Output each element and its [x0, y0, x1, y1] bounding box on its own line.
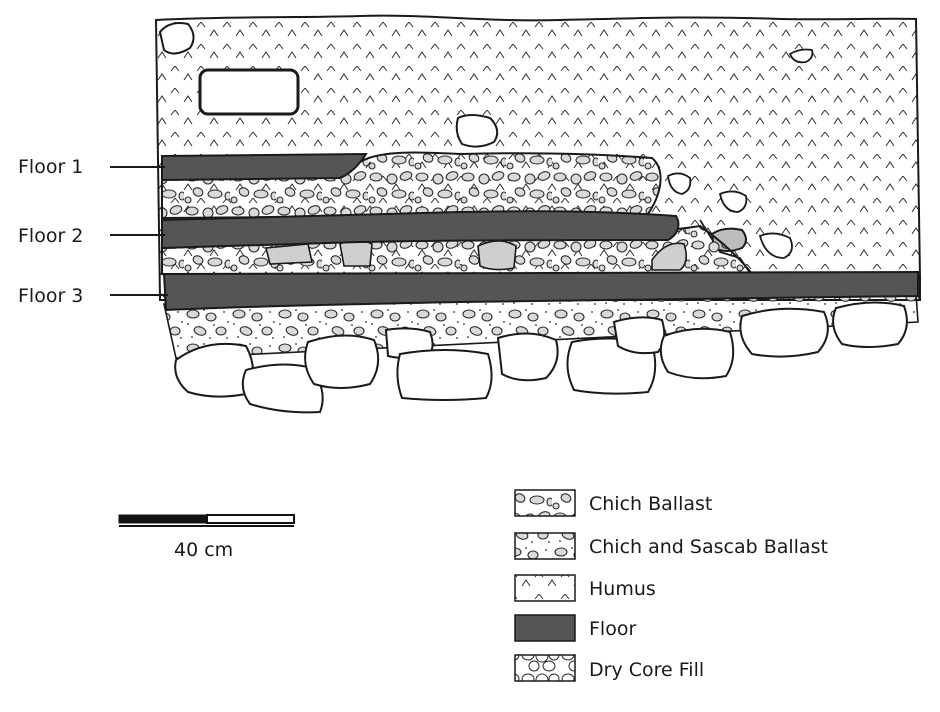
legend-label-humus: Humus	[589, 578, 656, 600]
floor-1-label: Floor 1	[18, 156, 83, 178]
floor-3-layer	[162, 270, 919, 312]
ballast-stone	[264, 243, 313, 265]
scale-bar-label: 40 cm	[174, 539, 233, 561]
floor-1-layer	[161, 152, 368, 182]
legend-label-floor: Floor	[589, 618, 636, 640]
humus-rock-large	[198, 68, 300, 116]
floor-3-label: Floor 3	[18, 285, 83, 307]
boulder	[241, 363, 324, 414]
scale-bar-black-segment	[118, 514, 208, 524]
humus-rock	[758, 232, 793, 259]
legend-swatch-chich-ballast	[514, 489, 576, 517]
floor-labels: Floor 1 Floor 2 Floor 3	[18, 156, 168, 307]
humus-rock	[718, 190, 748, 213]
scale-bar-white-segment	[206, 514, 295, 524]
boulder	[832, 301, 908, 348]
legend-swatch-floor	[514, 614, 576, 642]
boulder	[739, 307, 829, 358]
boulder	[396, 349, 493, 401]
boulder	[304, 334, 380, 389]
legend: Chich Ballast Chich and Sascab Ballast H…	[514, 489, 828, 682]
humus-rock	[455, 114, 499, 148]
ballast-stone	[477, 240, 517, 271]
floor-2-label: Floor 2	[18, 225, 83, 247]
humus-rock	[788, 48, 814, 64]
ballast-stone	[339, 239, 373, 267]
boulder	[659, 327, 735, 380]
humus-rock	[667, 172, 692, 195]
legend-swatch-humus	[514, 574, 576, 602]
scale-bar: 40 cm	[118, 514, 295, 561]
legend-label-chich-ballast: Chich Ballast	[589, 493, 712, 515]
boulder	[612, 316, 666, 355]
dry-core-fill-boulders	[174, 301, 908, 414]
humus-rock	[158, 22, 195, 55]
legend-swatch-chich-sascab-ballast	[514, 532, 576, 560]
ballast-stone	[651, 242, 688, 271]
legend-label-dry-core-fill: Dry Core Fill	[589, 659, 704, 681]
floor-2-layer	[161, 210, 680, 250]
legend-swatch-dry-core-fill	[514, 654, 576, 682]
boulder	[496, 332, 559, 382]
legend-label-chich-sascab-ballast: Chich and Sascab Ballast	[589, 536, 828, 558]
